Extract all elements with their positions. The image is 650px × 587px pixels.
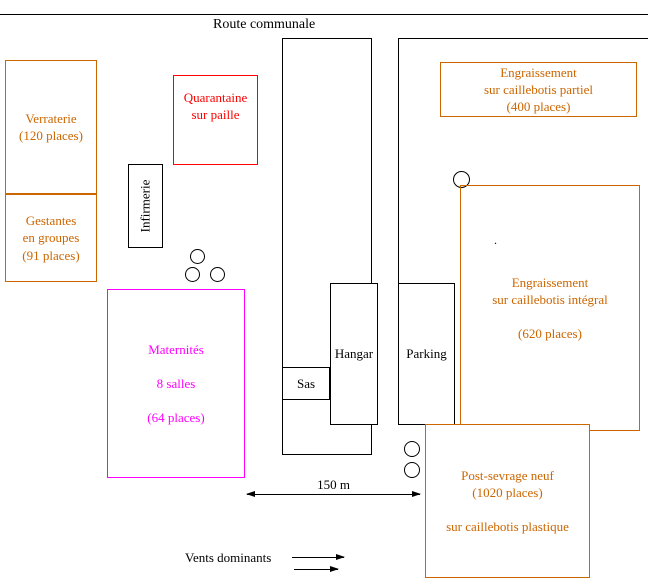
silo-circle [453, 171, 470, 188]
silo-circle [404, 462, 420, 478]
wind-arrow [292, 554, 345, 560]
silo-circle [404, 441, 420, 457]
wind-arrow [294, 566, 339, 572]
distance-arrow [246, 491, 421, 497]
infirmerie-label: Infirmerie [137, 179, 153, 233]
stray-dot: . [494, 233, 497, 247]
maternites-box: Maternités 8 salles (64 places) [107, 289, 245, 478]
road-line [0, 14, 648, 15]
gestantes-label: Gestantes en groupes (91 places) [22, 213, 80, 263]
silo-circle [185, 267, 200, 282]
sas-box: Sas [282, 367, 330, 400]
distance-label: 150 m [317, 477, 350, 492]
quarantaine-label: Quarantaine sur paille [183, 90, 248, 123]
boundary-line-top [398, 38, 648, 39]
sas-label: Sas [296, 375, 316, 391]
silo-circle [210, 267, 225, 282]
parking-box: Parking [398, 283, 455, 425]
maternites-label: Maternités 8 salles (64 places) [147, 341, 205, 426]
quarantaine-box: Quarantaine sur paille [173, 75, 258, 165]
verraterie-box: Verraterie (120 places) [5, 60, 97, 194]
central-building-outline [282, 38, 372, 455]
engraissement-partiel-box: Engraissement sur caillebotis partiel (4… [440, 62, 637, 117]
hangar-box: Hangar [330, 283, 378, 425]
engraissement-partiel-label: Engraissement sur caillebotis partiel (4… [483, 64, 594, 115]
post-sevrage-label: Post-sevrage neuf (1020 places) sur cail… [446, 467, 569, 535]
silo-circle [190, 249, 205, 264]
wind-label: Vents dominants [185, 550, 272, 565]
gestantes-box: Gestantes en groupes (91 places) [5, 194, 97, 282]
post-sevrage-box: Post-sevrage neuf (1020 places) sur cail… [425, 424, 590, 578]
engraissement-integral-label: Engraissement sur caillebotis intégral (… [492, 274, 608, 342]
verraterie-label: Verraterie (120 places) [19, 110, 83, 143]
infirmerie-box: Infirmerie [128, 164, 163, 248]
boundary-line-vertical [398, 38, 399, 284]
engraissement-integral-box: Engraissement sur caillebotis intégral (… [460, 185, 640, 431]
route-label: Route communale [213, 17, 316, 32]
parking-label: Parking [406, 346, 447, 362]
hangar-label: Hangar [334, 346, 374, 362]
